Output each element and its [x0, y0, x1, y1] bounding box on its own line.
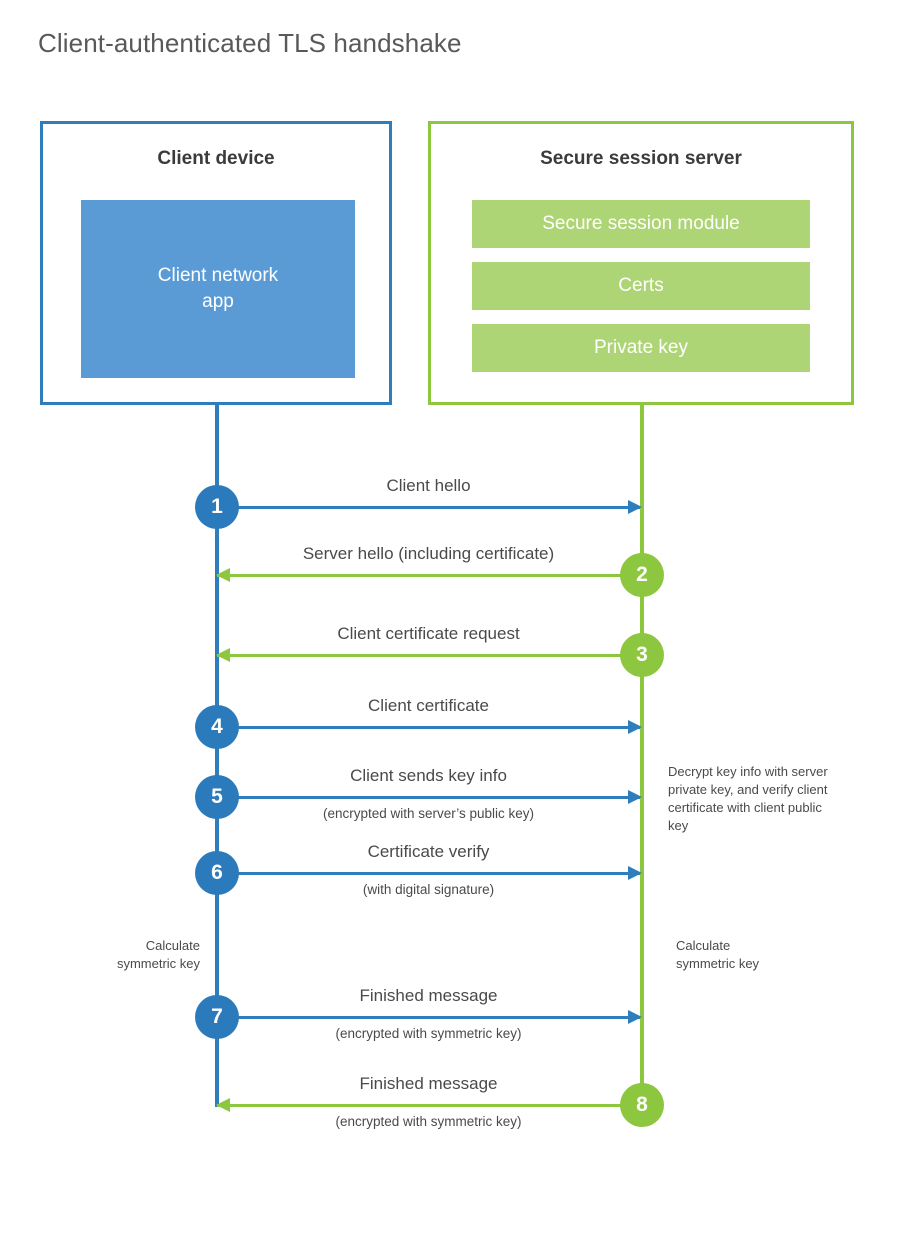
step-badge-7: 7: [195, 995, 239, 1039]
message-label-6: Certificate verify: [367, 842, 490, 861]
annotation-server-decrypt: Decrypt key info with server private key…: [668, 764, 828, 833]
annotation-client-calculate-symmetric-key: Calculate symmetric key: [116, 938, 200, 971]
page-title: Client-authenticated TLS handshake: [38, 28, 462, 58]
arrow-head-left-2: [216, 568, 230, 582]
server-module-certs: Certs: [472, 262, 810, 310]
message-label-2: Server hello (including certificate): [302, 544, 555, 563]
annotation-server-calculate-symmetric-key: Calculate symmetric key: [676, 938, 760, 971]
message-label-7: Finished message: [359, 986, 498, 1005]
step-badge-4: 4: [195, 705, 239, 749]
arrow-shaft-3: [217, 654, 640, 657]
secure-session-server-box: Secure session server Secure session mod…: [428, 121, 854, 405]
message-label-1: Client hello: [386, 476, 471, 495]
message-sublabel-6: (with digital signature): [362, 882, 495, 897]
client-lifeline: [215, 405, 219, 1107]
step-badge-5: 5: [195, 775, 239, 819]
message-sublabel-8: (encrypted with symmetric key): [335, 1114, 522, 1129]
arrow-head-right-4: [628, 720, 642, 734]
client-device-title: Client device: [157, 148, 275, 169]
message-sublabel-5: (encrypted with server’s public key): [322, 806, 535, 821]
server-module-secure-session-module: Secure session module: [472, 200, 810, 248]
arrow-head-right-1: [628, 500, 642, 514]
arrow-head-left-3: [216, 648, 230, 662]
server-module-private-key: Private key: [472, 324, 810, 372]
message-label-3: Client certificate request: [337, 624, 520, 643]
arrow-head-right-7: [628, 1010, 642, 1024]
secure-session-server-title: Secure session server: [540, 148, 742, 169]
message-label-8: Finished message: [359, 1074, 498, 1093]
arrow-shaft-4: [217, 726, 640, 729]
arrow-shaft-7: [217, 1016, 640, 1019]
arrow-shaft-2: [217, 574, 640, 577]
step-badge-6: 6: [195, 851, 239, 895]
message-label-4: Client certificate: [368, 696, 489, 715]
arrow-shaft-1: [217, 506, 640, 509]
arrow-head-left-8: [216, 1098, 230, 1112]
arrow-shaft-8: [217, 1104, 640, 1107]
step-badge-2: 2: [620, 553, 664, 597]
step-badge-3: 3: [620, 633, 664, 677]
client-network-app-block: Client network app: [81, 200, 355, 378]
arrow-shaft-6: [217, 872, 640, 875]
message-label-5: Client sends key info: [350, 766, 507, 785]
server-lifeline: [640, 405, 644, 1107]
arrow-shaft-5: [217, 796, 640, 799]
step-badge-8: 8: [620, 1083, 664, 1127]
arrow-head-right-5: [628, 790, 642, 804]
arrow-head-right-6: [628, 866, 642, 880]
step-badge-1: 1: [195, 485, 239, 529]
message-sublabel-7: (encrypted with symmetric key): [335, 1026, 522, 1041]
client-device-box: Client device Client network app: [40, 121, 392, 405]
